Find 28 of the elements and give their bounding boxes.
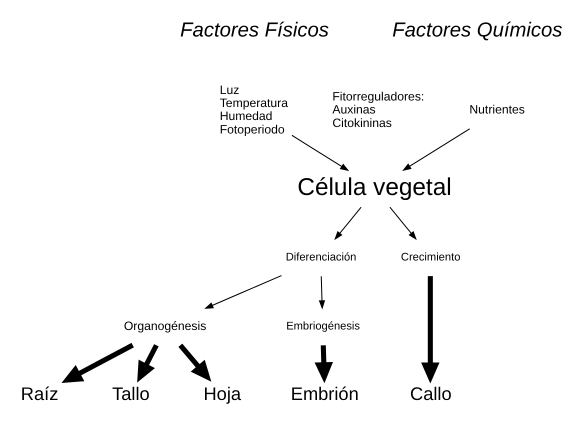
- node-text: Diferenciación: [286, 250, 356, 263]
- node-text: Callo: [410, 382, 452, 404]
- label: Factores Químicos: [392, 18, 562, 41]
- node-text: Embriogénesis: [286, 320, 360, 332]
- arrow: [292, 134, 350, 171]
- arrow: [314, 344, 333, 383]
- node-text: Raíz: [20, 382, 58, 404]
- label: Citokininas: [332, 115, 392, 130]
- arrow: [334, 206, 362, 240]
- arrow: [137, 344, 159, 382]
- node-text: Hoja: [203, 382, 242, 404]
- node-text: Tallo: [112, 382, 150, 404]
- node-text: Organogénesis: [124, 318, 206, 332]
- node-text: Luz Temperatura Humedad Fotoperiodo: [220, 82, 288, 136]
- arrow: [178, 343, 212, 382]
- label: Auxinas: [332, 102, 376, 116]
- arrow: [318, 276, 326, 309]
- arrow: [402, 128, 470, 170]
- node-text: Célula vegetal: [297, 173, 452, 200]
- node-text: Crecimiento: [400, 250, 460, 263]
- arrow: [390, 206, 417, 240]
- arrow: [204, 274, 282, 308]
- arrow: [61, 342, 134, 383]
- node-text: Nutrientes: [469, 102, 525, 116]
- label: Fitorreguladores:: [332, 88, 424, 103]
- node-text: Embrión: [290, 382, 359, 404]
- label: Factores Físicos: [180, 18, 329, 41]
- arrow: [421, 276, 440, 384]
